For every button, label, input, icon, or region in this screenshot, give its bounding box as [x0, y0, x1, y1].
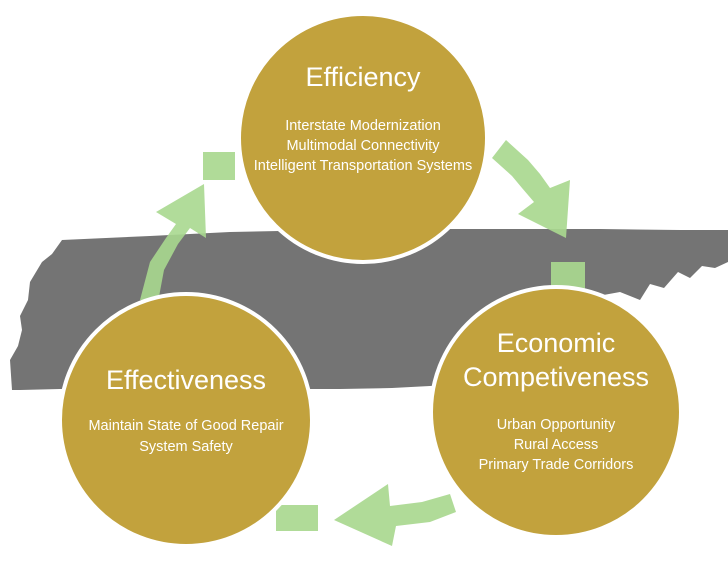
effectiveness-title: Effectiveness: [106, 365, 266, 395]
effectiveness-node: Effectiveness Maintain State of Good Rep…: [58, 292, 314, 548]
efficiency-item: Interstate Modernization: [285, 118, 441, 134]
economic-title-line: Economic: [497, 328, 616, 358]
economic-item: Primary Trade Corridors: [479, 457, 634, 473]
economic-item: Rural Access: [514, 437, 599, 453]
arrow-effectiveness-to-efficiency: [140, 152, 235, 302]
economic-competiveness-node: Economic Competiveness Urban Opportunity…: [429, 285, 683, 539]
arrow-economic-to-effectiveness: [276, 484, 456, 546]
efficiency-node: Efficiency Interstate Modernization Mult…: [237, 12, 489, 264]
economic-item: Urban Opportunity: [497, 417, 616, 433]
efficiency-item: Intelligent Transportation Systems: [254, 158, 472, 174]
efficiency-item: Multimodal Connectivity: [286, 138, 440, 154]
effectiveness-item: Maintain State of Good Repair: [88, 418, 283, 434]
effectiveness-item: System Safety: [139, 439, 233, 455]
efficiency-title: Efficiency: [305, 62, 421, 92]
economic-title-line: Competiveness: [463, 362, 649, 392]
